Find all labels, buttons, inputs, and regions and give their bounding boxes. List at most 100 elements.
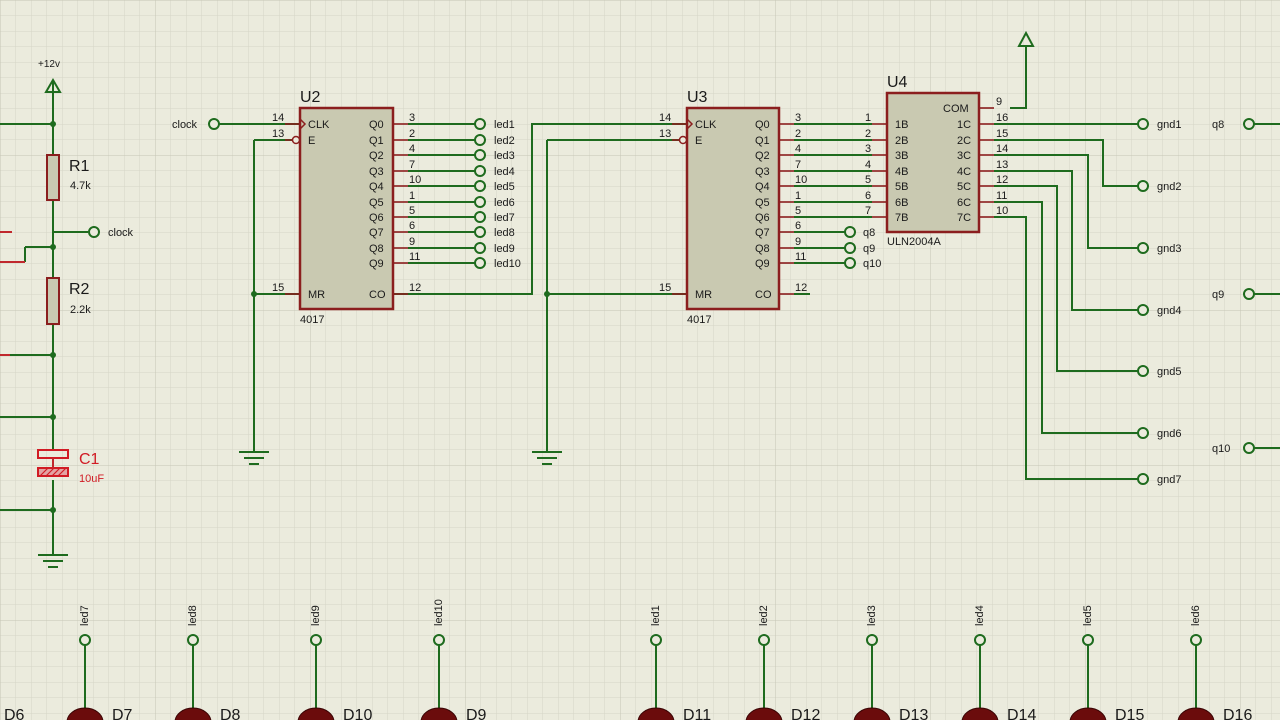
- resistor-r1-body: [46, 154, 60, 201]
- terminal-q10[interactable]: q10: [844, 257, 881, 270]
- terminal-circle: [474, 149, 486, 161]
- u3-pin-e: E: [695, 135, 702, 147]
- terminal-q8[interactable]: q8: [844, 226, 875, 239]
- terminal-led6[interactable]: led6: [474, 196, 515, 209]
- terminal-label-q10: q10: [863, 258, 881, 270]
- terminal-label-led10: led10: [494, 258, 521, 270]
- clock-notch-icon: [299, 118, 307, 130]
- terminal-label-gnd6: gnd6: [1157, 428, 1181, 440]
- terminal-gnd1[interactable]: gnd1: [1137, 118, 1181, 131]
- chip-u2-4017[interactable]: U2 4017 14CLK13E15MR3Q02Q14Q27Q310Q41Q55…: [272, 89, 521, 326]
- capacitor-c1[interactable]: C1 10uF: [37, 449, 104, 485]
- terminal-circle: [1190, 634, 1202, 646]
- terminal-gnd3[interactable]: gnd3: [1137, 242, 1181, 255]
- terminal-circle: [310, 634, 322, 646]
- clock-terminal-left[interactable]: clock: [88, 226, 134, 239]
- terminal-edge-q9[interactable]: q9: [1212, 288, 1280, 301]
- power-arrow-icon: [1017, 30, 1035, 47]
- u2-pin-co: CO: [369, 289, 386, 301]
- u2-pin-number-10: 10: [409, 174, 421, 186]
- terminal-led3[interactable]: led3: [474, 149, 515, 162]
- terminal-gnd5[interactable]: gnd5: [1137, 365, 1181, 378]
- ground-u3-icon: [532, 451, 562, 465]
- chip-u2-part: 4017: [300, 314, 324, 326]
- terminal-circle: [844, 226, 856, 238]
- terminal-circle: [1137, 118, 1149, 130]
- u4-pin-number-1: 1: [865, 112, 871, 124]
- clock-terminal-u2[interactable]: clock: [172, 118, 220, 131]
- terminal-gnd4[interactable]: gnd4: [1137, 304, 1181, 317]
- terminal-q9[interactable]: q9: [844, 242, 875, 255]
- terminal-label-led3: led3: [494, 150, 515, 162]
- chip-u3-4017[interactable]: U3 4017 14CLK13E15MR3Q02Q14Q27Q310Q41Q55…: [659, 89, 881, 326]
- u3-pin-number-2: 2: [795, 128, 801, 140]
- u4-pin-number-9: 9: [996, 96, 1002, 108]
- resistor-r2-ref: R2: [69, 281, 90, 298]
- wire: [994, 185, 1138, 372]
- terminal-gnd7[interactable]: gnd7: [1137, 473, 1181, 486]
- terminal-circle: [1137, 180, 1149, 192]
- terminal-edge-label-q10: q10: [1212, 443, 1230, 455]
- led-body-icon: [66, 707, 104, 720]
- u3-pin-q8: Q8: [755, 243, 770, 255]
- led-body-icon: [1177, 707, 1215, 720]
- power-label: +12v: [38, 59, 60, 70]
- u2-pin-number-9: 9: [409, 236, 415, 248]
- terminal-led10[interactable]: led10: [474, 257, 521, 270]
- terminal-led9[interactable]: led9: [474, 242, 515, 255]
- u4-pin-7b: 7B: [895, 212, 908, 224]
- terminal-label-gnd2: gnd2: [1157, 181, 1181, 193]
- terminal-gnd6[interactable]: gnd6: [1137, 427, 1181, 440]
- terminal-circle: [1137, 427, 1149, 439]
- resistor-r1-value: 4.7k: [70, 180, 91, 192]
- led-ref-d9: D9: [466, 707, 487, 720]
- clock-label-left: clock: [108, 227, 134, 239]
- power-12v-terminal[interactable]: +12v: [38, 59, 62, 95]
- led-body-icon: [297, 707, 335, 720]
- terminal-gnd2[interactable]: gnd2: [1137, 180, 1181, 193]
- chip-u4-uln2004a[interactable]: U4 ULN2004A 11B22B33B44B55B66B77B9COM161…: [865, 74, 1008, 248]
- terminal-edge-q10[interactable]: q10: [1212, 442, 1280, 455]
- resistor-r1-ref: R1: [69, 158, 90, 175]
- u2-pin-number-6: 6: [409, 220, 415, 232]
- resistor-r2-value: 2.2k: [70, 304, 91, 316]
- terminal-label-gnd3: gnd3: [1157, 243, 1181, 255]
- u3-pin-number-5: 5: [795, 205, 801, 217]
- terminal-label-q8: q8: [863, 227, 875, 239]
- u2-pin-number-3: 3: [409, 112, 415, 124]
- terminal-circle: [474, 226, 486, 238]
- terminal-label-gnd4: gnd4: [1157, 305, 1181, 317]
- terminal-edge-q8[interactable]: q8: [1212, 118, 1280, 131]
- wire: [994, 170, 1138, 311]
- terminal-led7[interactable]: led7: [474, 211, 515, 224]
- terminal-led1[interactable]: led1: [474, 118, 515, 131]
- u3-pin-number-10: 10: [795, 174, 807, 186]
- led-body-icon: [745, 707, 783, 720]
- resistor-r1[interactable]: R1 4.7k: [46, 154, 91, 201]
- terminal-led8[interactable]: led8: [474, 226, 515, 239]
- resistor-r2[interactable]: R2 2.2k: [46, 277, 91, 325]
- wire: [994, 139, 1138, 187]
- terminal-circle: [79, 634, 91, 646]
- u3-pin-q7: Q7: [755, 227, 770, 239]
- terminal-led4[interactable]: led4: [474, 165, 515, 178]
- clock-label-u2: clock: [172, 119, 198, 131]
- terminal-label-led7: led7: [494, 212, 515, 224]
- chip-u3-part: 4017: [687, 314, 711, 326]
- terminal-led2[interactable]: led2: [474, 134, 515, 147]
- led-net-label: led5: [1082, 605, 1094, 626]
- terminal-label-gnd7: gnd7: [1157, 474, 1181, 486]
- terminal-led5[interactable]: led5: [474, 180, 515, 193]
- u2-pin-number-11: 11: [409, 251, 420, 263]
